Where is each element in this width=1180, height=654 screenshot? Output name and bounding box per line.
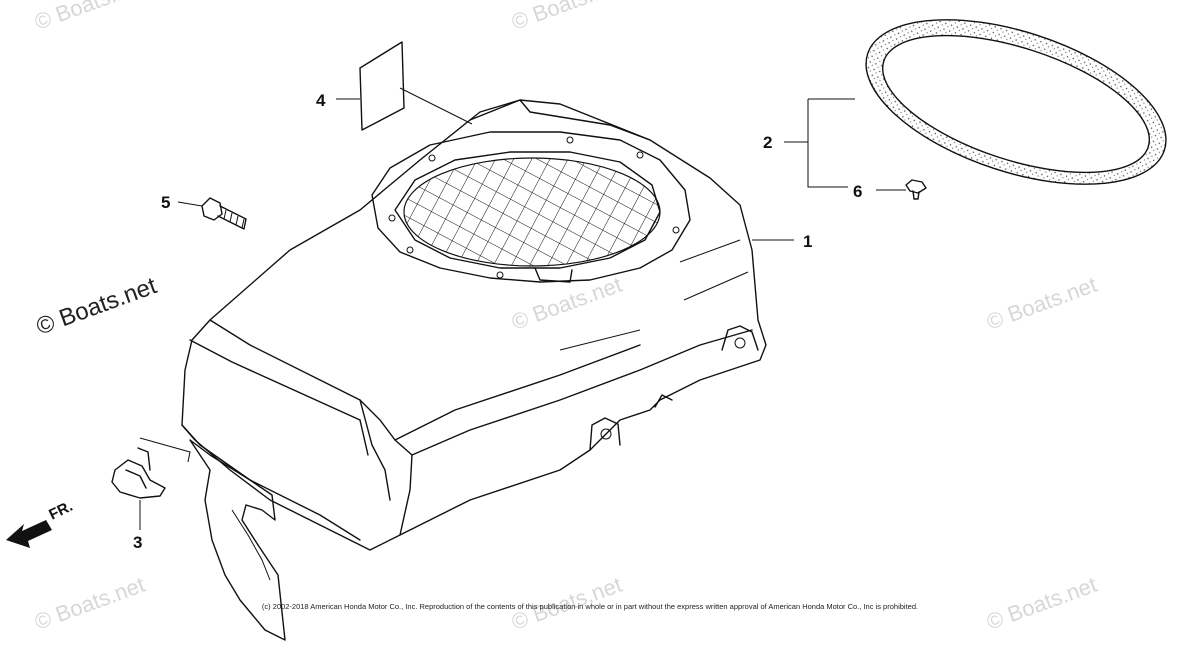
watermark: © Boats.net [508,0,625,35]
clip-part [111,437,191,499]
screw-part [905,179,927,200]
callout-1: 1 [803,232,812,251]
callouts: 1 2 3 4 5 6 [133,91,862,552]
front-direction-indicator: FR. [6,498,75,548]
seal-ring-part [865,19,1167,185]
callout-4: 4 [316,91,326,110]
watermark-dark: © Boats.net [33,272,161,340]
leader-lines [139,98,906,530]
bolt-part [201,197,247,230]
fan-cover-part [181,99,767,641]
watermark: © Boats.net [983,272,1100,335]
copyright-notice: (c) 2002-2018 American Honda Motor Co., … [261,602,919,611]
callout-3: 3 [133,533,142,552]
callout-2: 2 [763,133,772,152]
label-sticker-part [359,41,473,131]
mesh-screen [403,157,661,267]
callout-5: 5 [161,193,170,212]
watermark: © Boats.net [31,0,148,35]
arrow-icon [6,520,52,548]
front-label: FR. [46,498,75,524]
callout-6: 6 [853,182,862,201]
